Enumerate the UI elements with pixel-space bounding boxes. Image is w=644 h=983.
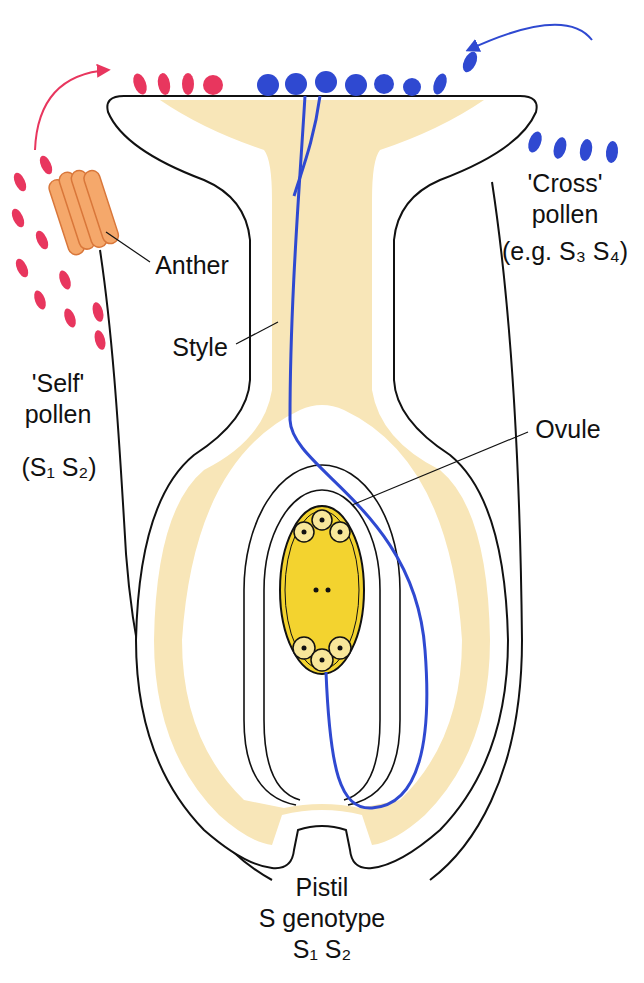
part-label: Style [160,332,240,363]
outer-integument [244,465,400,805]
part-label: (e.g. S₃ S₄) [490,236,640,267]
pollen-tube-short [294,96,320,196]
self-pollen-grains [9,72,223,351]
transmitting-tissue [154,100,490,845]
part-label: Anther [147,250,237,281]
pollen-tube [290,96,427,808]
antipodal-cells [294,510,350,542]
leader-lines [106,232,528,505]
pistil-outline [107,96,536,868]
nuclei [302,518,343,663]
cross-arrow [468,25,592,50]
embryo-sac [280,506,364,674]
embryo-sac-wall [285,511,359,669]
part-label: 'Self' pollen [8,368,108,430]
anther [46,163,121,257]
part-label: S₁ S₂ [262,934,382,965]
cross-pollen-grains [257,49,619,163]
self-arrow [35,70,108,150]
inner-integument [264,490,380,800]
part-label: Ovule [530,414,606,445]
egg-apparatus [293,637,351,671]
part-label: 'Cross' pollen [505,168,625,230]
part-label: S genotype [237,903,407,934]
part-label: Pistil [262,872,382,903]
locule [182,405,462,808]
part-label: (S₁ S₂) [4,452,114,483]
